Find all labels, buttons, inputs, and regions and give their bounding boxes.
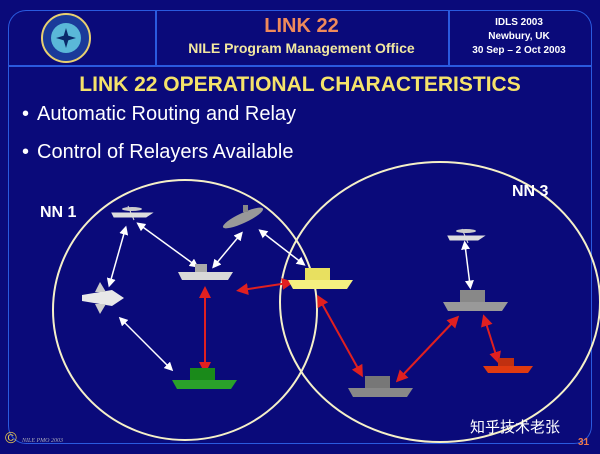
aircraft-icon — [447, 228, 486, 244]
bullet-icon: • — [22, 141, 30, 163]
link22-logo — [41, 13, 91, 63]
footer-org: NILE PMO 2003 — [22, 438, 63, 444]
network-circle-nn3 — [279, 161, 600, 443]
header-subtitle: NILE Program Management Office — [188, 40, 415, 56]
divider — [8, 65, 592, 67]
conference-dates: 30 Sep – 2 Oct 2003 — [472, 45, 566, 56]
network-label-nn3: NN 3 — [512, 183, 549, 200]
link-line — [136, 222, 199, 268]
link-line — [212, 231, 243, 269]
relay-line — [236, 277, 294, 296]
submarine-icon — [222, 205, 264, 229]
ship-icon — [172, 368, 237, 389]
network-circle-nn1 — [52, 179, 318, 441]
relay-line — [395, 315, 460, 383]
conference-location: Newbury, UK — [488, 31, 550, 42]
ship-icon — [348, 376, 413, 397]
network-label-nn1: NN 1 — [40, 204, 77, 221]
relay-line — [481, 314, 501, 364]
aircraft-icon — [111, 205, 154, 221]
bullet-item: •Control of Relayers Available — [22, 141, 294, 163]
watermark: 知乎技术老张 — [470, 419, 561, 436]
ship-icon — [443, 290, 508, 311]
header-title: LINK 22 — [264, 15, 339, 37]
link-line — [106, 225, 129, 288]
space-shuttle-icon — [82, 282, 124, 314]
divider — [155, 10, 157, 65]
conference-name: IDLS 2003 — [495, 17, 543, 28]
link-line — [461, 240, 474, 290]
relay-line — [317, 294, 363, 378]
bullet-item: •Automatic Routing and Relay — [22, 103, 297, 125]
slide-title: LINK 22 OPERATIONAL CHARACTERISTICS — [79, 73, 521, 96]
ship-icon — [483, 358, 533, 373]
link-line — [118, 316, 174, 372]
link-line — [258, 229, 306, 266]
ship-icon — [178, 264, 233, 280]
relay-ship-icon — [288, 268, 353, 289]
page-number: 31 — [578, 437, 590, 448]
header-frame — [8, 10, 592, 66]
copyright-icon: © — [5, 430, 17, 447]
divider — [448, 10, 450, 65]
bullet-icon: • — [22, 103, 30, 125]
